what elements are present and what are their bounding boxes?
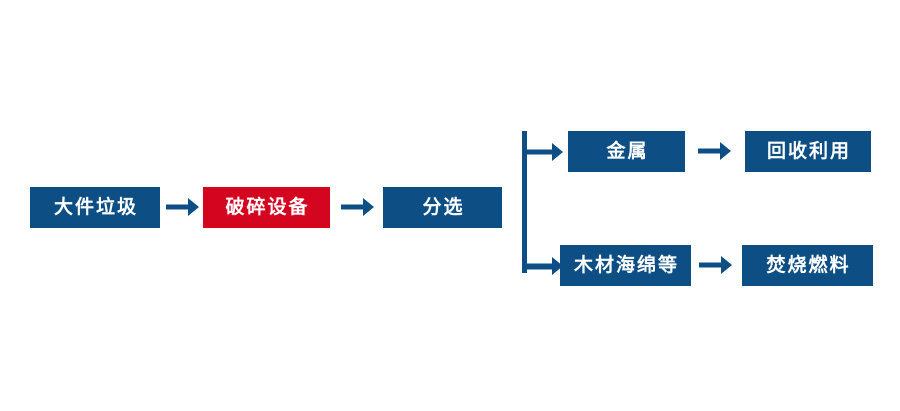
node-burn-fuel[interactable]: 焚烧燃料 bbox=[742, 245, 873, 286]
node-crusher-label: 破碎设备 bbox=[225, 196, 310, 218]
node-metal[interactable]: 金属 bbox=[568, 131, 685, 172]
node-sorting-label: 分选 bbox=[422, 196, 465, 218]
node-recycle[interactable]: 回收利用 bbox=[745, 131, 871, 172]
node-burn-fuel-label: 焚烧燃料 bbox=[766, 254, 851, 276]
node-recycle-label: 回收利用 bbox=[766, 140, 851, 162]
node-sorting[interactable]: 分选 bbox=[383, 187, 502, 228]
node-wood-sponge[interactable]: 木材海绵等 bbox=[560, 245, 691, 286]
arrow-right-icon-crusher-to-sorting bbox=[341, 194, 375, 220]
arrow-right-icon-wood-to-fuel bbox=[699, 252, 733, 278]
node-bulky-waste-label: 大件垃圾 bbox=[53, 196, 138, 218]
node-wood-sponge-label: 木材海绵等 bbox=[573, 254, 679, 276]
node-crusher[interactable]: 破碎设备 bbox=[203, 187, 330, 228]
node-metal-label: 金属 bbox=[606, 140, 649, 162]
node-bulky-waste[interactable]: 大件垃圾 bbox=[30, 187, 160, 228]
split-bracket-connector bbox=[518, 126, 570, 278]
arrow-right-icon-waste-to-crusher bbox=[166, 194, 200, 220]
arrow-right-icon-metal-to-recycle bbox=[698, 138, 732, 164]
